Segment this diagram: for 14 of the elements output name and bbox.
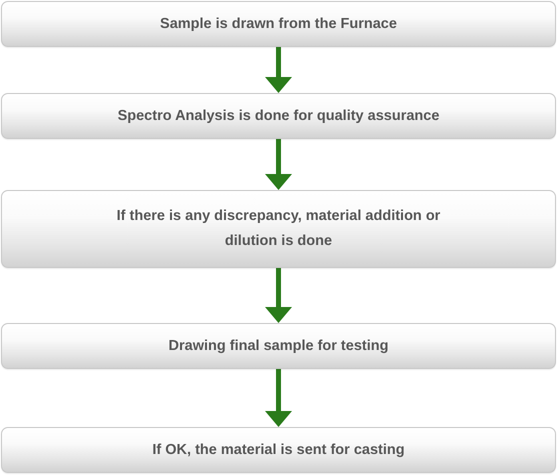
arrow xyxy=(265,268,292,323)
step-label: Drawing final sample for testing xyxy=(168,336,388,356)
process-box xyxy=(1,1,556,47)
arrow xyxy=(265,369,292,427)
step-label: Sample is drawn from the Furnace xyxy=(160,14,397,34)
process-box xyxy=(1,427,556,473)
process-box xyxy=(1,190,556,268)
arrow xyxy=(265,139,292,190)
step-label: If there is any discrepancy, material addition or dilution is done xyxy=(116,207,442,251)
step-label: Spectro Analysis is done for quality assurance xyxy=(118,106,440,126)
process-box xyxy=(1,93,556,139)
arrow xyxy=(265,47,292,93)
process-box xyxy=(1,323,556,369)
step-label: If OK, the material is sent for casting xyxy=(152,440,405,460)
